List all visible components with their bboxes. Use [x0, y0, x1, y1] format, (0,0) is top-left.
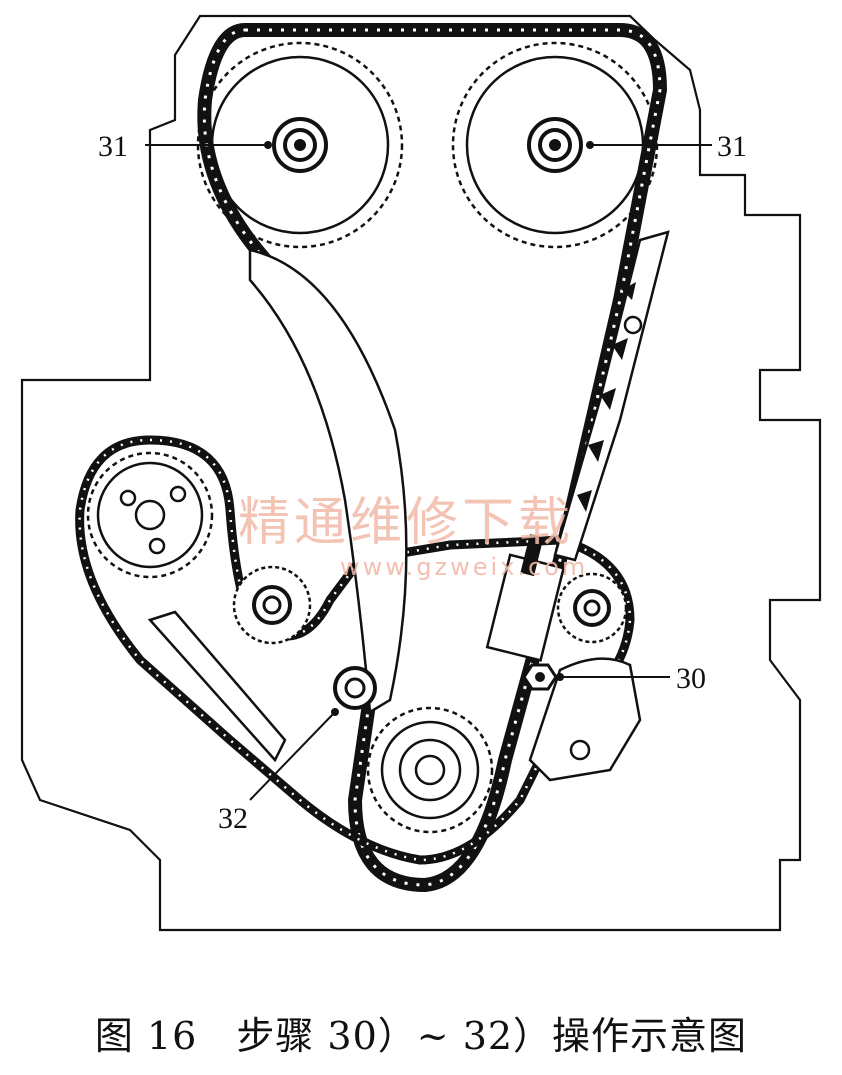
tensioner-bolt-30 — [522, 663, 558, 691]
watermark-text: 精通维修下载 — [238, 493, 574, 553]
leader-lines — [145, 144, 712, 801]
lower-right-guide — [528, 657, 642, 782]
crankshaft-sprocket — [366, 706, 494, 834]
figure-caption: 图 16 步骤 30）~ 32）操作示意图 — [94, 1014, 748, 1058]
callout-31-right: 31 — [717, 130, 747, 163]
lower-right-guide-pivot — [569, 739, 591, 761]
main-timing-chain-links — [202, 28, 662, 887]
leader-dots — [264, 141, 594, 716]
rail-pivot-bolt-32 — [333, 666, 377, 710]
left-tensioner-rail — [248, 248, 408, 715]
callout-32: 32 — [218, 802, 248, 835]
lower-left-guide — [147, 610, 287, 763]
watermark-url: www.gzweix.com — [340, 553, 588, 581]
camshaft-sprocket-left — [196, 41, 404, 249]
callout-31-left: 31 — [98, 130, 128, 163]
timing-chain-diagram: 31 31 30 32 精通维修下载 www.gzweix.com — [20, 14, 822, 932]
right-idler-sprocket — [556, 572, 628, 644]
idler-sprocket — [232, 565, 312, 645]
right-chain-guide — [553, 230, 670, 562]
callout-30: 30 — [676, 662, 706, 695]
hydraulic-tensioner — [485, 533, 566, 662]
engine-housing-outline — [20, 14, 822, 932]
balance-shaft-sprocket — [86, 451, 214, 579]
camshaft-sprocket-right — [451, 41, 659, 249]
